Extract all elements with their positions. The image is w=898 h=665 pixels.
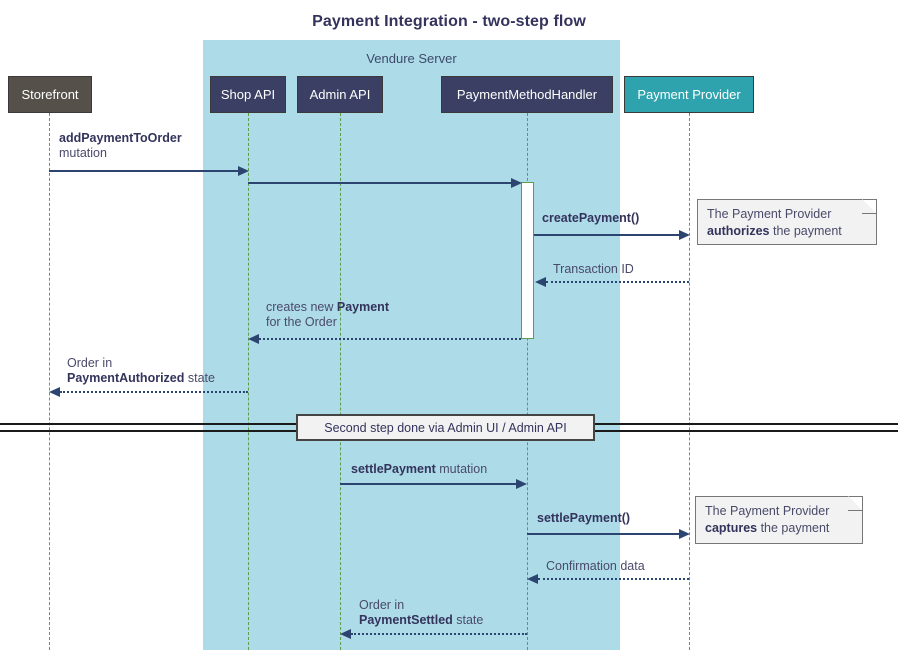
participant-payment-provider[interactable]: Payment Provider — [624, 76, 754, 113]
message-label-line-2-plain: state — [184, 371, 215, 385]
message-label-settle-payment-call: settlePayment() — [537, 511, 630, 526]
message-line-confirmation-data — [538, 578, 689, 580]
participant-label: PaymentMethodHandler — [456, 87, 598, 102]
message-label-add-payment-to-order: addPaymentToOrder mutation — [59, 131, 182, 161]
message-label-creates-new-payment: creates new Payment for the Order — [266, 300, 389, 330]
message-line-create-payment — [534, 234, 679, 236]
message-label-bold: settlePayment() — [537, 511, 631, 525]
note-line-1: The Payment Provider — [705, 504, 830, 518]
message-label-plain: Transaction ID — [553, 262, 634, 276]
message-label-line-1-plain: Order in — [67, 356, 113, 370]
message-label-settle-payment-mutation: settlePayment mutation — [351, 462, 487, 477]
message-label-line-2-bold: PaymentSettled — [359, 613, 453, 627]
note-captures: The Payment Provider captures the paymen… — [695, 496, 863, 544]
message-label-line-2-bold: PaymentAuthorized — [67, 371, 185, 385]
arrow-head-settle-payment-call — [679, 529, 690, 539]
message-line-order-payment-authorized — [60, 391, 248, 393]
group-box-vendure-server — [203, 40, 620, 650]
message-line-settle-payment-mutation — [340, 483, 516, 485]
note-line-2-plain: the payment — [769, 224, 842, 238]
message-label-create-payment: createPayment() — [542, 211, 639, 226]
participant-payment-method-handler[interactable]: PaymentMethodHandler — [441, 76, 613, 113]
group-label: Vendure Server — [366, 51, 457, 66]
lifeline-payment-method-handler — [527, 113, 528, 650]
note-fold-corner-icon — [848, 496, 862, 511]
arrow-head-transaction-id — [535, 277, 546, 287]
note-line-1: The Payment Provider — [707, 207, 832, 221]
lifeline-payment-provider — [689, 113, 690, 650]
message-label-plain: mutation — [435, 462, 488, 476]
divider-label: Second step done via Admin UI / Admin AP… — [324, 420, 567, 435]
participant-label: Storefront — [21, 87, 79, 102]
message-label-order-payment-settled: Order in PaymentSettled state — [359, 598, 483, 628]
message-label-line-1-plain: creates new — [266, 300, 337, 314]
lifeline-storefront — [49, 113, 50, 650]
message-line-order-payment-settled — [351, 633, 527, 635]
message-label-transaction-id: Transaction ID — [553, 262, 634, 277]
note-fold-corner-icon — [862, 199, 876, 214]
arrow-head-order-payment-authorized — [49, 387, 60, 397]
message-label-line-1-plain: Order in — [359, 598, 405, 612]
message-line-creates-new-payment — [259, 338, 521, 340]
note-line-2-bold: captures — [705, 521, 758, 535]
message-label-line-1-bold: Payment — [336, 300, 389, 314]
participant-admin-api[interactable]: Admin API — [297, 76, 383, 113]
message-label-plain: mutation — [59, 146, 107, 160]
note-authorizes: The Payment Provider authorizes the paym… — [697, 199, 877, 245]
participant-label: Shop API — [220, 87, 276, 102]
participant-storefront[interactable]: Storefront — [8, 76, 92, 113]
participant-label: Payment Provider — [637, 87, 741, 102]
arrow-head-shop-api-to-handler — [511, 178, 522, 188]
page-title: Payment Integration - two-step flow — [312, 13, 586, 30]
message-label-confirmation-data: Confirmation data — [546, 559, 645, 574]
activation-bar-payment-method-handler — [521, 182, 534, 339]
note-line-2-bold: authorizes — [707, 224, 770, 238]
note-line-2-plain: the payment — [757, 521, 830, 535]
message-line-transaction-id — [546, 281, 689, 283]
message-line-settle-payment-call — [527, 533, 679, 535]
arrow-head-create-payment — [679, 230, 690, 240]
arrow-head-confirmation-data — [527, 574, 538, 584]
message-label-bold: createPayment() — [542, 211, 640, 225]
message-line-add-payment-to-order — [49, 170, 238, 172]
participant-label: Admin API — [309, 87, 371, 102]
arrow-head-settle-payment-mutation — [516, 479, 527, 489]
message-label-order-payment-authorized: Order in PaymentAuthorized state — [67, 356, 215, 386]
message-label-line-2-plain: for the Order — [266, 315, 337, 329]
arrow-head-order-payment-settled — [340, 629, 351, 639]
message-label-bold: settlePayment — [351, 462, 436, 476]
divider-label-box: Second step done via Admin UI / Admin AP… — [296, 414, 595, 441]
message-label-plain: Confirmation data — [546, 559, 645, 573]
arrow-head-creates-new-payment — [248, 334, 259, 344]
message-line-shop-api-to-handler — [248, 182, 511, 184]
arrow-head-add-payment-to-order — [238, 166, 249, 176]
lifeline-admin-api — [340, 113, 341, 650]
lifeline-shop-api — [248, 113, 249, 650]
message-label-line-2-plain: state — [452, 613, 484, 627]
message-label-bold: addPaymentToOrder — [59, 131, 182, 145]
participant-shop-api[interactable]: Shop API — [210, 76, 286, 113]
